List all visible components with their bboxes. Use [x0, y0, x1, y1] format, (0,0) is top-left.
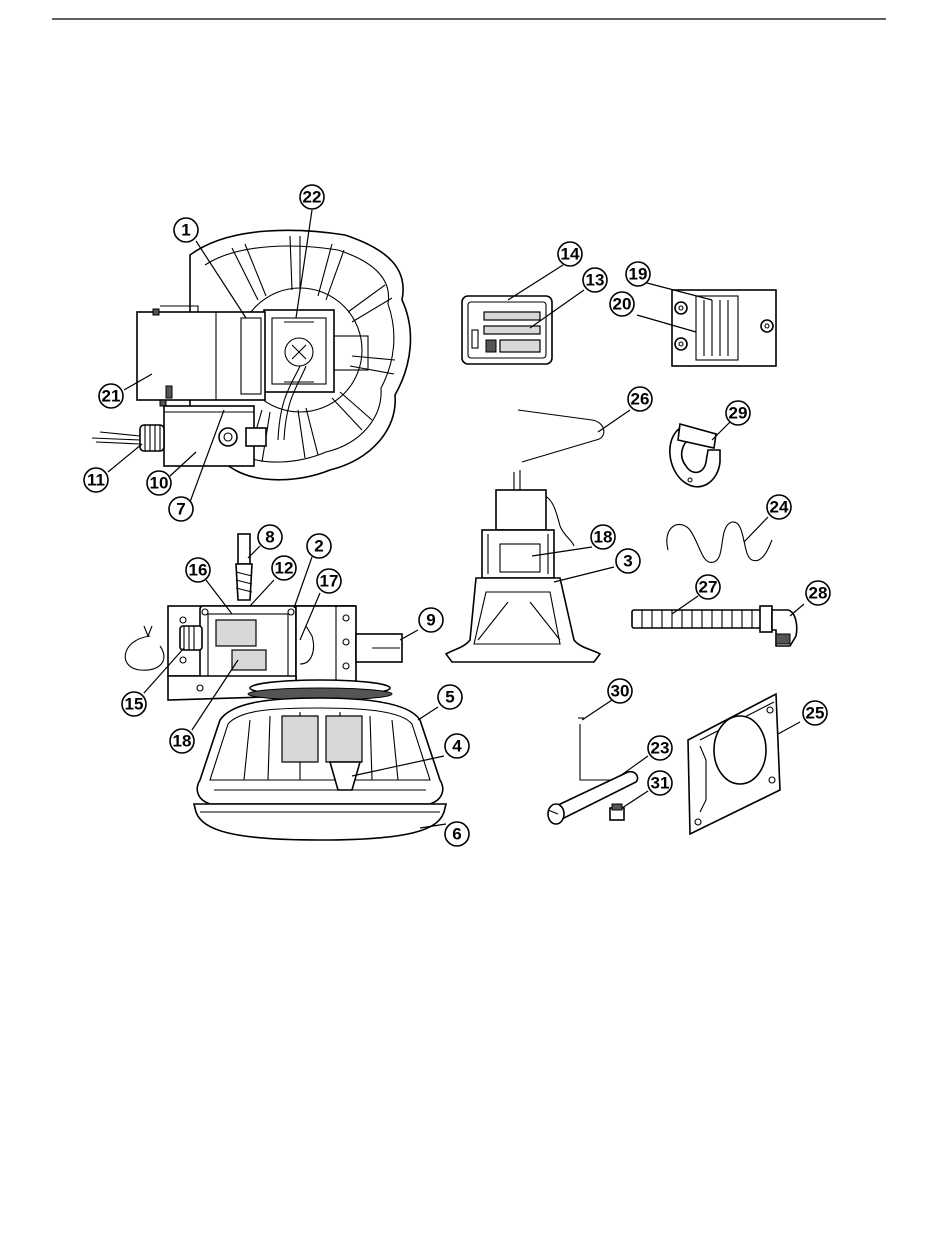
callout-7-label: 7 [176, 500, 185, 519]
callout-10: 10 [147, 471, 171, 495]
callout-21: 21 [99, 384, 123, 408]
callout-26-label: 26 [631, 390, 650, 409]
callout-29-label: 29 [729, 404, 748, 423]
callout-19: 19 [626, 262, 650, 286]
callout-3-label: 3 [623, 552, 632, 571]
callout-3: 3 [616, 549, 640, 573]
callout-15-label: 15 [125, 695, 144, 714]
callout-17: 17 [317, 569, 341, 593]
callout-25-label: 25 [806, 704, 825, 723]
callout-18-ballast: 18 [591, 525, 615, 549]
callout-25: 25 [803, 701, 827, 725]
callout-15: 15 [122, 692, 146, 716]
callout-2: 2 [307, 534, 331, 558]
callout-6: 6 [445, 822, 469, 846]
callout-13-label: 13 [586, 271, 605, 290]
callout-5: 5 [438, 685, 462, 709]
callout-11: 11 [84, 468, 108, 492]
callout-12-label: 12 [275, 559, 294, 578]
flex-conduit [632, 606, 797, 646]
callout-30: 30 [608, 679, 632, 703]
callout-24-label: 24 [770, 498, 789, 517]
nameplate [462, 296, 552, 364]
callout-24: 24 [767, 495, 791, 519]
callout-14: 14 [558, 242, 582, 266]
callout-12: 12 [272, 556, 296, 580]
callout-28: 28 [806, 581, 830, 605]
callout-14-label: 14 [561, 245, 580, 264]
callout-9-label: 9 [426, 611, 435, 630]
callout-1: 1 [174, 218, 198, 242]
callout-18-ballast-label: 18 [594, 528, 613, 547]
callout-18-junction-label: 18 [173, 732, 192, 751]
callout-4-label: 4 [452, 737, 462, 756]
callout-18-junction: 18 [170, 729, 194, 753]
callout-31-label: 31 [651, 774, 670, 793]
mounting-bracket [688, 694, 780, 834]
callout-31: 31 [648, 771, 672, 795]
callout-23-label: 23 [651, 739, 670, 758]
wire-hook [518, 410, 604, 462]
callout-8: 8 [258, 525, 282, 549]
callout-7: 7 [169, 497, 193, 521]
callout-23: 23 [648, 736, 672, 760]
callout-8-label: 8 [265, 528, 274, 547]
hardware [548, 718, 638, 824]
ballast-assembly [446, 470, 600, 662]
callout-11-label: 11 [87, 471, 105, 490]
callout-6-label: 6 [452, 825, 461, 844]
callout-17-label: 17 [320, 572, 339, 591]
callout-26: 26 [628, 387, 652, 411]
callout-27-label: 27 [699, 578, 718, 597]
callout-22: 22 [300, 185, 324, 209]
label-plate [672, 290, 776, 366]
callout-9: 9 [419, 608, 443, 632]
callout-22-label: 22 [303, 188, 322, 207]
callout-21-label: 21 [102, 387, 121, 406]
callout-16: 16 [186, 558, 210, 582]
callout-10-label: 10 [150, 474, 169, 493]
callout-13: 13 [583, 268, 607, 292]
callout-27: 27 [696, 575, 720, 599]
callout-29: 29 [726, 401, 750, 425]
callout-28-label: 28 [809, 584, 828, 603]
callout-5-label: 5 [445, 688, 454, 707]
callout-20: 20 [610, 292, 634, 316]
callout-1-label: 1 [181, 221, 190, 240]
callout-4: 4 [445, 734, 469, 758]
callout-30-label: 30 [611, 682, 630, 701]
wave-spring [667, 522, 772, 563]
callout-20-label: 20 [613, 295, 632, 314]
clamp [670, 424, 720, 487]
callout-19-label: 19 [629, 265, 648, 284]
top-view-assembly [92, 230, 410, 479]
callout-2-label: 2 [314, 537, 323, 556]
callout-16-label: 16 [189, 561, 208, 580]
